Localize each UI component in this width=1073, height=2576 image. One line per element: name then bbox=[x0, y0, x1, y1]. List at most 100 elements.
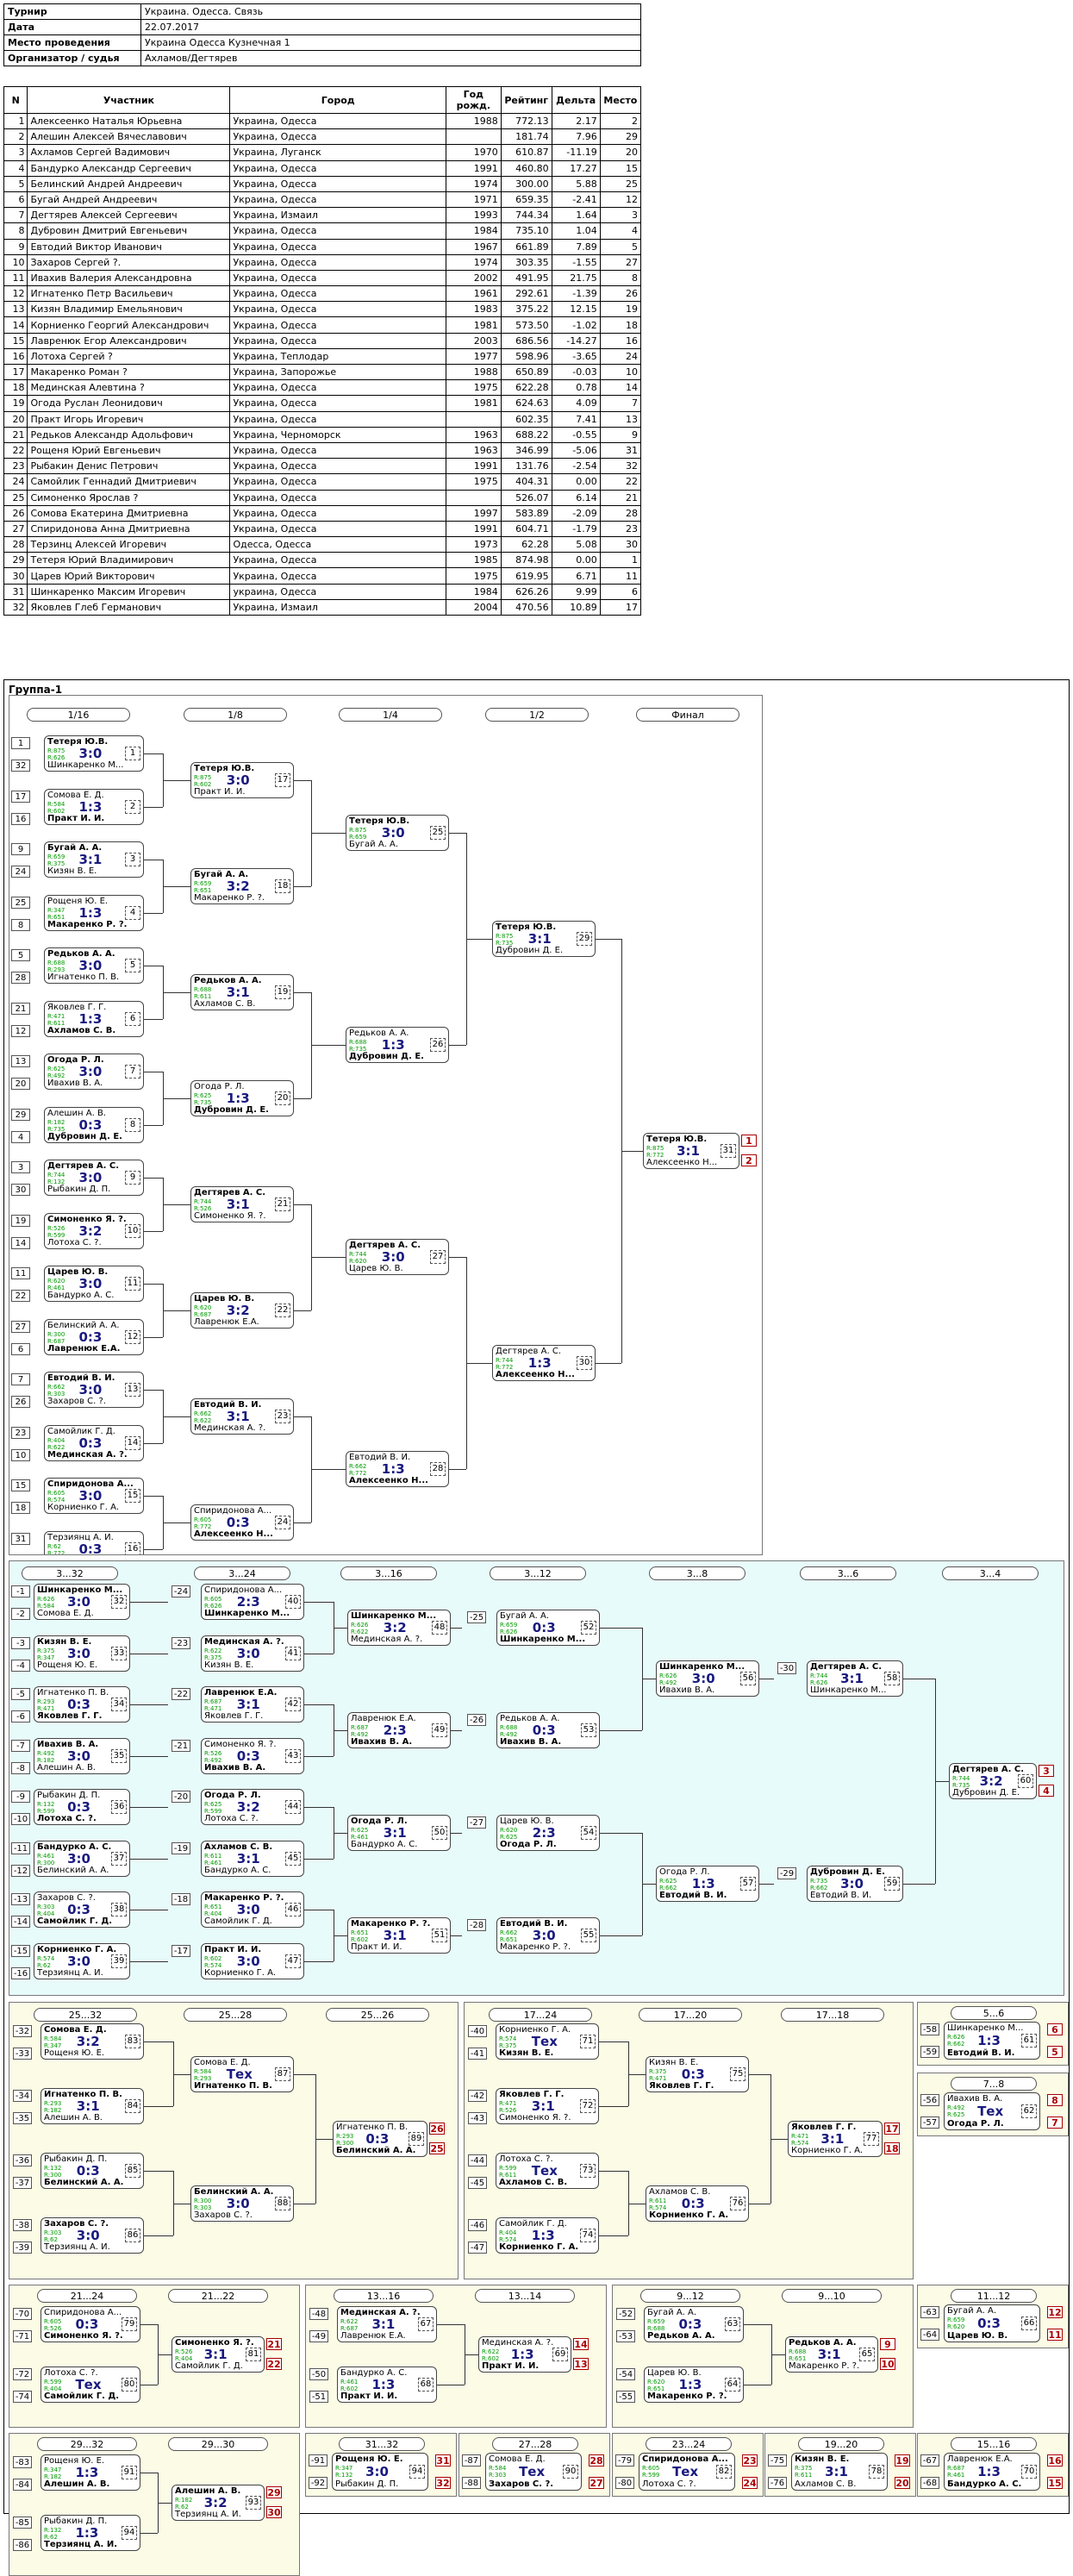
player1-rating: R:375 bbox=[37, 1647, 55, 1654]
connector-line bbox=[144, 806, 163, 808]
connector-line bbox=[140, 2533, 158, 2534]
player1-name: Лавренюк Е.А. bbox=[204, 1688, 278, 1698]
player2-name: Игнатенко П. В. bbox=[194, 2080, 272, 2091]
match-number: 27 bbox=[430, 1250, 446, 1265]
player2-name: Бугай А. А. bbox=[349, 840, 399, 850]
place-number: 7 bbox=[1047, 2116, 1063, 2129]
place-number: 20 bbox=[895, 2477, 910, 2489]
info-key: Место проведения bbox=[3, 34, 141, 51]
connector-line bbox=[130, 1960, 168, 1962]
seed-number: -37 bbox=[13, 2177, 32, 2189]
match-number: 36 bbox=[111, 1800, 127, 1814]
player2-name: Алексеенко Н... bbox=[349, 1476, 428, 1486]
player1-name: Белинский А. А. bbox=[47, 1320, 120, 1330]
match-score: 0:3 bbox=[67, 1799, 90, 1815]
match-number: 70 bbox=[1021, 2465, 1037, 2479]
player2-rating: R:602 bbox=[482, 2355, 500, 2362]
match-score: 0:3 bbox=[236, 1748, 260, 1764]
player1-rating: R:182 bbox=[175, 2497, 193, 2504]
seed-number: -59 bbox=[920, 2046, 939, 2058]
connector-line bbox=[130, 1602, 168, 1603]
player2-rating: R:659 bbox=[349, 834, 367, 841]
match-score: 1:3 bbox=[78, 798, 103, 815]
match-score: 2:3 bbox=[236, 1594, 260, 1610]
match-number: 50 bbox=[432, 1825, 447, 1840]
match-score: 1:3 bbox=[226, 1090, 250, 1106]
match-score: 1:3 bbox=[977, 2464, 1001, 2479]
seed-number: -72 bbox=[13, 2368, 32, 2380]
player1-rating: R:659 bbox=[194, 879, 212, 887]
match-score: 3:0 bbox=[78, 1170, 103, 1185]
seed-number: -30 bbox=[777, 1662, 796, 1675]
match-number: 65 bbox=[859, 2348, 875, 2361]
player1-rating: R:875 bbox=[194, 773, 212, 781]
match-score: 3:0 bbox=[236, 1953, 260, 1969]
seed-number: 13 bbox=[11, 1055, 30, 1067]
seed-number: 3 bbox=[11, 1161, 30, 1173]
player-cell: 375.22 bbox=[500, 301, 552, 318]
match-score: Тех bbox=[672, 2464, 699, 2479]
match-number: 66 bbox=[1021, 2317, 1037, 2330]
player1-name: Дубровин Д. Е. bbox=[810, 1867, 885, 1878]
player1-rating: R:651 bbox=[351, 1929, 369, 1936]
connector-line bbox=[130, 1704, 168, 1705]
player-cell: 1991 bbox=[445, 458, 502, 475]
match-number: 33 bbox=[111, 1646, 127, 1660]
player1-rating: R:526 bbox=[204, 1749, 222, 1757]
player1-name: Сомова Е. Д. bbox=[194, 2057, 251, 2067]
info-value: Украина Одесса Кузнечная 1 bbox=[140, 34, 641, 51]
round-header: 17...18 bbox=[781, 2008, 884, 2022]
player-cell: -2.54 bbox=[551, 458, 601, 475]
player-cell: 14 bbox=[3, 316, 28, 334]
player1-rating: R:622 bbox=[482, 2348, 500, 2355]
connector-line bbox=[599, 2235, 628, 2236]
player-cell: Сомова Екатерина Дмитриевна bbox=[27, 504, 231, 522]
player2-rating: R:735 bbox=[349, 1046, 367, 1054]
seed-number: 4 bbox=[11, 1130, 30, 1143]
connector-line bbox=[163, 779, 190, 781]
seed-number: 25 bbox=[11, 896, 30, 909]
round-header: 3...24 bbox=[194, 1566, 290, 1580]
seed-number: 21 bbox=[11, 1002, 30, 1015]
player1-name: Рыбакин Д. П. bbox=[44, 2154, 108, 2164]
player-cell: 14 bbox=[599, 379, 642, 397]
player2-name: Захаров С. ?. bbox=[194, 2210, 253, 2220]
player1-name: Бугай А. А. bbox=[647, 2308, 697, 2317]
seed-number: -76 bbox=[768, 2477, 787, 2489]
seed-number: -13 bbox=[11, 1893, 30, 1905]
place-number: 8 bbox=[1047, 2094, 1063, 2106]
player1-rating: R:300 bbox=[47, 1330, 66, 1338]
player-cell: 21 bbox=[599, 489, 642, 506]
player-cell: 131.76 bbox=[500, 458, 552, 475]
match-number: 89 bbox=[409, 2131, 424, 2146]
player-cell: 5 bbox=[3, 175, 28, 192]
player2-rating: R:526 bbox=[499, 2107, 517, 2114]
seed-number: -88 bbox=[462, 2477, 481, 2489]
round-header: 1/8 bbox=[184, 708, 287, 722]
seed-number: -15 bbox=[11, 1944, 30, 1957]
player-cell: 2 bbox=[599, 112, 642, 130]
match-score: 3:0 bbox=[67, 1594, 90, 1610]
player-cell: -11.19 bbox=[551, 144, 601, 161]
match-score: 3:1 bbox=[76, 2098, 100, 2114]
player-cell: 25 bbox=[599, 175, 642, 192]
player-cell: 16 bbox=[3, 347, 28, 366]
player-cell: 1961 bbox=[445, 285, 502, 303]
player2-name: Практ И. И. bbox=[340, 2392, 398, 2401]
player1-rating: R:303 bbox=[44, 2229, 62, 2236]
match-score: 3:1 bbox=[383, 1824, 407, 1841]
seed-number: -38 bbox=[13, 2219, 32, 2231]
match-score: 0:3 bbox=[75, 2317, 99, 2332]
match-score: 3:1 bbox=[226, 1196, 250, 1212]
seed-number: 16 bbox=[11, 812, 30, 825]
match-number: 24 bbox=[275, 1515, 290, 1529]
match-score: 1:3 bbox=[75, 2525, 99, 2541]
connector-line bbox=[466, 939, 492, 941]
